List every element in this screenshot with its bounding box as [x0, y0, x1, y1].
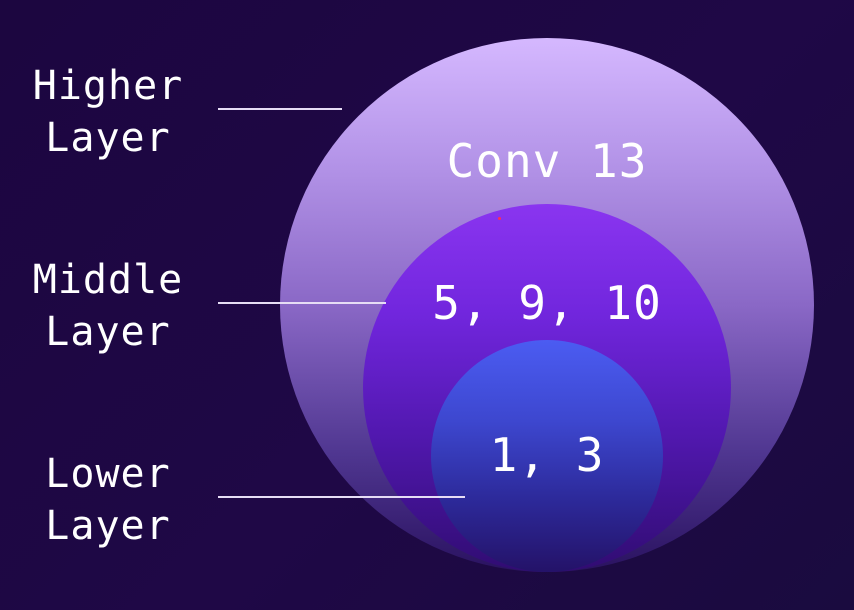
higher-layer-value: Conv 13 — [446, 134, 648, 188]
middle-layer-value: 5, 9, 10 — [432, 276, 662, 330]
marker-dot — [498, 217, 501, 220]
lower-layer-value: 1, 3 — [489, 428, 605, 482]
middle-layer-label-line2: Layer — [45, 309, 171, 355]
lower-layer-label-line1: Lower — [45, 451, 171, 497]
middle-layer-label-line1: Middle — [32, 257, 184, 303]
higher-layer-label-line2: Layer — [45, 115, 171, 161]
higher-layer-leader-line — [218, 108, 342, 110]
lower-layer-label: Lower Layer — [18, 448, 198, 552]
lower-layer-label-line2: Layer — [45, 503, 171, 549]
lower-layer-circle — [431, 340, 663, 572]
higher-layer-label-line1: Higher — [32, 63, 184, 109]
higher-layer-label: Higher Layer — [18, 60, 198, 164]
middle-layer-leader-line — [218, 302, 386, 304]
middle-layer-label: Middle Layer — [18, 254, 198, 358]
lower-layer-leader-line — [218, 496, 465, 498]
